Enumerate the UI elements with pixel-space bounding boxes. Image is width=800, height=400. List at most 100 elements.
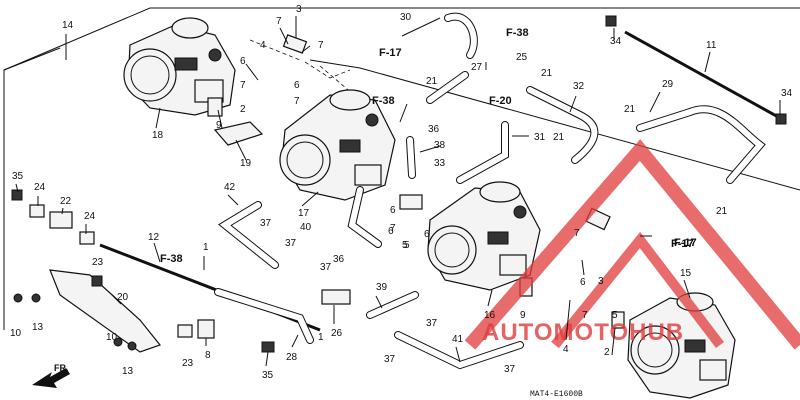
part-number-label: 16	[484, 310, 496, 321]
part-number-label: 27	[471, 62, 483, 73]
reference-label: F-38	[372, 95, 395, 107]
leader-line	[265, 351, 269, 367]
leader-line	[704, 51, 711, 73]
part-number-label: 7	[318, 40, 324, 51]
part-number-label: 1	[318, 332, 324, 343]
part-number-label: 9	[520, 310, 526, 321]
part-number-label: 6	[240, 56, 246, 67]
reference-label: F-17	[379, 47, 402, 59]
part-number-label: 21	[426, 76, 438, 87]
leader-line	[227, 194, 239, 206]
leader-line	[581, 259, 585, 276]
part-number-label: 6	[424, 229, 430, 240]
leader-line	[291, 334, 299, 348]
carburetor-17	[279, 89, 396, 201]
part-number-label: 17	[298, 208, 310, 219]
reference-label: F-38	[160, 253, 183, 265]
part-number-label: 28	[286, 352, 298, 363]
part-number-label: 37	[285, 238, 297, 249]
part-number-label: 3	[598, 276, 604, 287]
part-number-label: 33	[434, 158, 446, 169]
front-direction: FR.	[32, 363, 70, 388]
part-number-label: 37	[504, 364, 516, 375]
part-number-label: 18	[152, 130, 164, 141]
leader-line	[61, 207, 64, 215]
part-number-label: 7	[390, 223, 396, 234]
part-number-label: 12	[148, 232, 160, 243]
part-number-label: 41	[452, 334, 464, 345]
diagram-code: MAT4-E1600B	[530, 390, 583, 399]
hoses	[214, 12, 766, 370]
part-number-label: 19	[240, 158, 252, 169]
part-number-label: 14	[62, 20, 74, 31]
part-number-label: 6	[580, 277, 586, 288]
part-number-label: 5	[402, 240, 408, 251]
part-number-label: 26	[331, 328, 343, 339]
part-number-label: 4	[563, 344, 569, 355]
leader-line	[565, 299, 571, 341]
reference-label: F-20	[489, 95, 512, 107]
part-number-label: 40	[300, 222, 312, 233]
part-number-label: 37	[320, 262, 332, 273]
front-label: FR.	[54, 363, 69, 373]
small-parts	[11, 15, 787, 353]
part-number-label: 2	[604, 347, 610, 358]
part-number-label: 13	[32, 322, 44, 333]
part-number-label: 4	[260, 40, 266, 51]
part-number-label: 21	[624, 104, 636, 115]
leader-line	[611, 327, 616, 356]
carburetor-16	[427, 181, 541, 291]
part-number-label: 29	[662, 79, 674, 90]
part-number-label: 34	[781, 88, 793, 99]
leader-line	[569, 95, 577, 113]
part-number-label: 15	[680, 268, 692, 279]
part-number-label: 36	[333, 254, 345, 265]
part-number-label: 1	[203, 242, 209, 253]
leader-line	[399, 103, 408, 123]
part-number-label: 34	[610, 36, 622, 47]
leader-line	[235, 139, 247, 161]
part-number-label: 35	[12, 171, 24, 182]
leader-line	[683, 279, 691, 299]
leader-line	[487, 289, 493, 307]
part-number-label: 7	[240, 80, 246, 91]
part-number-label: 24	[84, 211, 96, 222]
part-number-label: 2	[240, 104, 246, 115]
part-number-label: 23	[182, 358, 194, 369]
part-number-label: 5	[404, 240, 410, 251]
part-number-label: 23	[92, 257, 104, 268]
part-number-label: 21	[541, 68, 553, 79]
part-number-label: 24	[34, 182, 46, 193]
part-number-label: 21	[553, 132, 565, 143]
reference-label: F-17	[671, 238, 694, 250]
part-number-label: 3	[296, 4, 302, 15]
leader-lines	[15, 16, 781, 367]
part-number-label: 42	[224, 182, 236, 193]
leader-line	[245, 63, 259, 81]
part-number-label: 6	[294, 80, 300, 91]
part-number-label: 38	[434, 140, 446, 151]
part-number-label: 10	[10, 328, 22, 339]
leader-line	[111, 294, 122, 305]
part-number-label: 32	[573, 81, 585, 92]
part-number-label: 7	[276, 16, 282, 27]
leader-line	[649, 91, 661, 113]
leader-line	[375, 295, 383, 309]
part-number-label: 37	[260, 218, 272, 229]
leader-line	[155, 107, 161, 129]
leader-line	[279, 27, 289, 45]
reference-label: F-17	[674, 237, 697, 249]
part-number-label: 6	[390, 205, 396, 216]
part-number-label: 39	[376, 282, 388, 293]
part-number-label: 8	[205, 350, 211, 361]
part-number-label: 35	[262, 370, 274, 381]
leader-line	[419, 145, 441, 153]
part-number-label: 37	[426, 318, 438, 329]
leader-line	[15, 183, 19, 193]
leader-line	[153, 242, 161, 263]
part-number-label: 6	[388, 226, 394, 237]
leader-line	[401, 17, 441, 37]
carburetor-18	[123, 17, 236, 116]
